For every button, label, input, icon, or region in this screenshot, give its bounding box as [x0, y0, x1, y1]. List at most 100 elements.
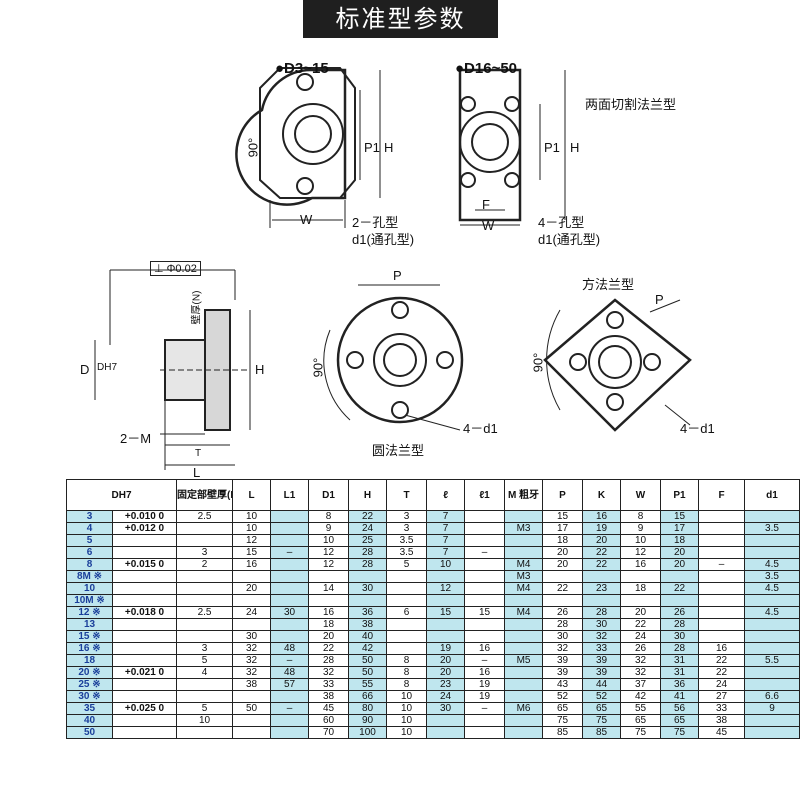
- table-cell-M: [504, 534, 544, 547]
- table-cell-L1: [270, 618, 310, 631]
- d-label: D: [80, 362, 90, 377]
- table-header-cell: H: [348, 479, 388, 511]
- table-cell-L1: [270, 690, 310, 703]
- table-cell-H: [348, 570, 388, 583]
- table-cell-H: 25: [348, 534, 388, 547]
- table-cell-d1: [744, 546, 800, 559]
- table-cell-d1: 5.5: [744, 654, 800, 667]
- flatness-box: ⊥ Φ0.02: [150, 261, 201, 276]
- table-cell-size: 35: [66, 702, 113, 715]
- table-cell-tol: [111, 546, 178, 559]
- table-cell-l1: [464, 618, 506, 631]
- table-cell-l: 20: [426, 654, 466, 667]
- table-cell-l: 7: [426, 546, 466, 559]
- table-cell-P: 22: [542, 582, 584, 595]
- table-cell-D1: 32: [308, 666, 350, 679]
- table-cell-P1: 31: [660, 654, 700, 667]
- note-2hole: 2－孔型: [352, 215, 399, 230]
- table-cell-P1: 30: [660, 630, 700, 643]
- table-cell-tol: [111, 714, 178, 727]
- table-header-cell: 固定部壁厚(N): [176, 479, 234, 511]
- table-cell-N: [176, 570, 234, 583]
- table-cell-H: 100: [348, 726, 388, 739]
- table-cell-size: 15 ※: [66, 630, 113, 643]
- table-cell-T: 6: [386, 606, 428, 619]
- table-cell-L1: –: [270, 546, 310, 559]
- table-cell-size: 18: [66, 654, 113, 667]
- table-cell-l: [426, 714, 466, 727]
- table-cell-size: 13: [66, 618, 113, 631]
- table-cell-M: [504, 714, 544, 727]
- table-cell-L1: [270, 510, 310, 523]
- m-label: 2－M: [120, 431, 152, 446]
- table-cell-N: [176, 534, 234, 547]
- table-cell-L: 20: [232, 582, 272, 595]
- table-cell-tol: +0.015 0: [111, 558, 178, 571]
- table-cell-K: 28: [582, 606, 622, 619]
- table-cell-H: 66: [348, 690, 388, 703]
- table-cell-K: 75: [582, 714, 622, 727]
- t-label-side: T: [195, 448, 202, 459]
- table-cell-d1: 4.5: [744, 558, 800, 571]
- table-cell-l: 12: [426, 582, 466, 595]
- table-cell-P1: 41: [660, 690, 700, 703]
- table-cell-P1: 22: [660, 582, 700, 595]
- table-cell-N: [176, 690, 234, 703]
- table-cell-T: [386, 618, 428, 631]
- table-cell-P1: 36: [660, 678, 700, 691]
- table-cell-H: 55: [348, 678, 388, 691]
- table-cell-l1: 16: [464, 666, 506, 679]
- table-cell-tol: [111, 630, 178, 643]
- table-cell-M: [504, 678, 544, 691]
- table-cell-l1: [464, 510, 506, 523]
- wall-label: 壁厚(N): [191, 290, 203, 325]
- table-header-cell: W: [620, 479, 662, 511]
- table-cell-N: [176, 618, 234, 631]
- table-cell-P: 39: [542, 666, 584, 679]
- table-cell-L1: [270, 726, 310, 739]
- table-header-cell: d1: [744, 479, 800, 511]
- table-cell-l: 7: [426, 522, 466, 535]
- p-label-square: P: [655, 292, 664, 307]
- table-cell-K: 39: [582, 666, 622, 679]
- angle-label-round: 90°: [310, 357, 326, 378]
- table-cell-H: 40: [348, 630, 388, 643]
- table-cell-L: 50: [232, 702, 272, 715]
- table-cell-d1: [744, 534, 800, 547]
- table-cell-N: [176, 594, 234, 607]
- table-header-cell: ℓ: [426, 479, 466, 511]
- table-cell-F: [698, 570, 746, 583]
- table-cell-M: [504, 690, 544, 703]
- table-cell-l: 7: [426, 534, 466, 547]
- table-cell-D1: 14: [308, 582, 350, 595]
- table-cell-H: 80: [348, 702, 388, 715]
- table-cell-l1: 19: [464, 678, 506, 691]
- table-cell-d1: [744, 594, 800, 607]
- view-d16-50-label: ●D16~50: [455, 60, 518, 77]
- table-cell-W: 42: [620, 690, 662, 703]
- table-cell-l: [426, 726, 466, 739]
- table-cell-l1: [464, 534, 506, 547]
- table-cell-L1: [270, 714, 310, 727]
- table-cell-L: 32: [232, 666, 272, 679]
- table-cell-T: 8: [386, 654, 428, 667]
- table-cell-F: [698, 630, 746, 643]
- table-cell-H: 50: [348, 654, 388, 667]
- table-cell-L: [232, 690, 272, 703]
- table-cell-W: 20: [620, 606, 662, 619]
- table-cell-N: 2: [176, 558, 234, 571]
- table-cell-T: 8: [386, 666, 428, 679]
- table-cell-D1: 33: [308, 678, 350, 691]
- table-cell-d1: 6.6: [744, 690, 800, 703]
- square-flange-drawing: [543, 298, 692, 432]
- table-cell-P1: 20: [660, 546, 700, 559]
- table-cell-W: 16: [620, 558, 662, 571]
- table-cell-H: 28: [348, 546, 388, 559]
- h-label-2: H: [570, 140, 580, 155]
